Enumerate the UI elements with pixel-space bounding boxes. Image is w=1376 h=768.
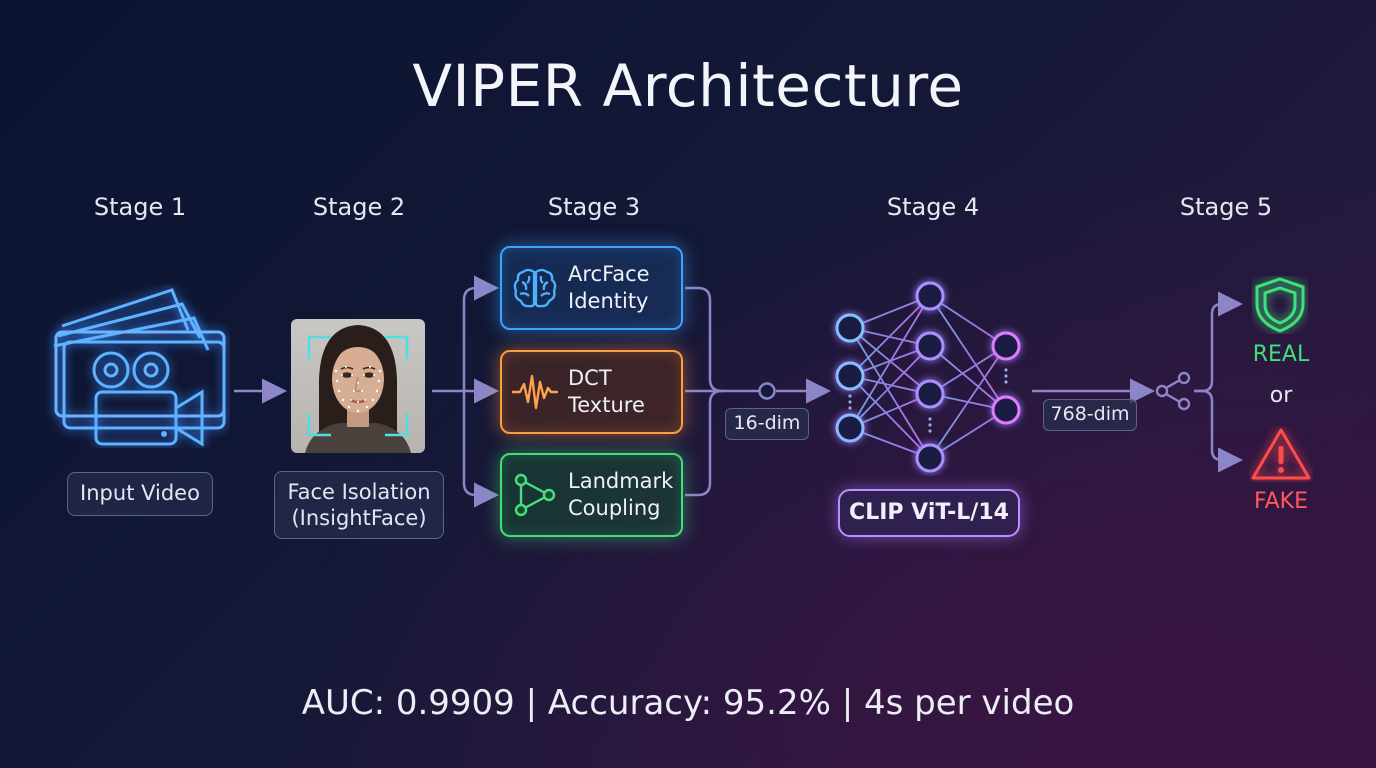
dim-out-tag: 768-dim	[1043, 399, 1137, 431]
face-isolation-line1: Face Isolation	[287, 480, 431, 504]
landmark-line2: Coupling	[568, 496, 661, 520]
arcface-line2: Identity	[568, 289, 649, 313]
stage-3-label: Stage 3	[547, 193, 641, 221]
diagram-title: VIPER Architecture	[412, 52, 964, 120]
landmark-line1: Landmark	[568, 469, 674, 493]
share-split-icon	[1155, 371, 1191, 411]
face-isolation-label: Face Isolation (InsightFace)	[274, 471, 444, 539]
clip-model-label: CLIP ViT-L/14	[838, 489, 1020, 537]
feature-dct-texture: DCT Texture	[500, 350, 683, 434]
triangle-graph-icon	[514, 473, 556, 517]
video-camera-icon	[53, 288, 226, 447]
result-real: REAL	[1252, 342, 1310, 367]
metrics-summary: AUC: 0.9909 | Accuracy: 95.2% | 4s per v…	[301, 683, 1075, 723]
neural-network-icon	[835, 281, 1021, 473]
brain-icon	[513, 268, 557, 308]
stage-4-label: Stage 4	[886, 193, 980, 221]
stage-5-label: Stage 5	[1179, 193, 1273, 221]
warning-triangle-icon	[1251, 428, 1311, 480]
feature-arcface-identity: ArcFace Identity	[500, 246, 683, 330]
shield-check-icon	[1255, 277, 1305, 333]
result-or: or	[1269, 383, 1293, 408]
waveform-icon	[512, 374, 558, 410]
arcface-line1: ArcFace	[568, 262, 650, 286]
merge-node	[758, 382, 776, 400]
dct-line1: DCT	[568, 366, 612, 390]
stage-2-label: Stage 2	[312, 193, 406, 221]
stage-1-label: Stage 1	[93, 193, 187, 221]
dct-line2: Texture	[568, 393, 645, 417]
face-image	[291, 319, 425, 453]
input-video-label: Input Video	[67, 472, 213, 516]
face-portrait-icon	[305, 325, 411, 453]
face-isolation-line2: (InsightFace)	[291, 506, 427, 530]
result-fake: FAKE	[1253, 489, 1308, 514]
dim-in-tag: 16-dim	[725, 408, 809, 440]
feature-landmark-coupling: Landmark Coupling	[500, 453, 683, 537]
